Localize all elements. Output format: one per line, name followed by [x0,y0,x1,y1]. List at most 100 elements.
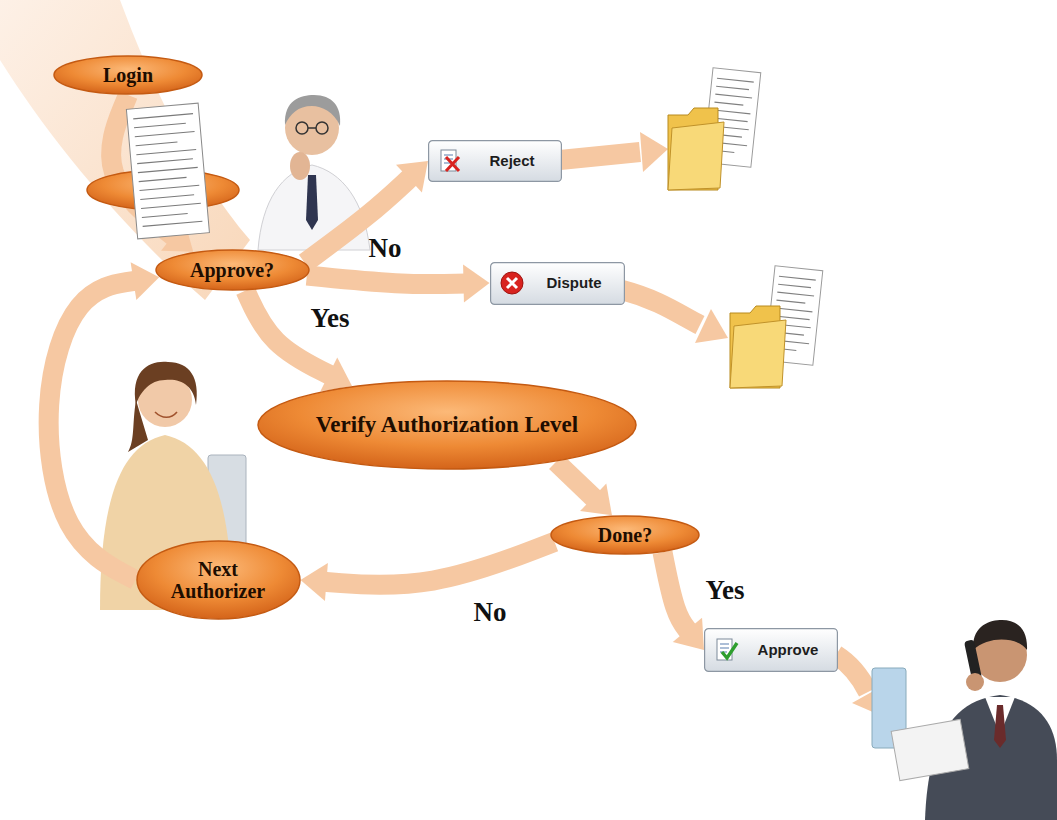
document-icon [141,203,201,208]
folder-icon [778,284,811,287]
folder-icon [668,68,761,190]
dispute-icon [507,278,517,288]
folder-icon [730,320,786,388]
flow-arrow [663,552,705,650]
node-label: Approve? [190,259,274,281]
edge-label: No [369,235,402,262]
flow-arrow [301,542,555,601]
reject-button: Reject [428,140,562,182]
node-label: Next Authorizer [162,558,274,602]
reviewer-figure [306,175,318,230]
reviewer-figure [308,127,316,129]
folder-icon [777,292,814,296]
flow-arrow [49,262,160,580]
dispute-button: Dispute [490,262,625,305]
document-icon [138,167,198,172]
outflow-arrow [560,152,640,160]
document-icon [136,149,196,154]
node-texts: Verify Authorization Level [316,412,578,437]
document-icon [139,177,187,181]
button-label: Reject [489,152,534,170]
flow-band [305,177,411,263]
outflow-arrow [622,290,700,325]
button-shape [429,141,562,182]
decision-oval: Approve? [155,249,310,291]
manager-figure [973,620,1027,650]
oval-shape [551,516,699,554]
node-texts: Done? [598,524,652,546]
folder-icon [714,110,751,114]
edge-label: Yes [311,305,350,332]
document-icon [126,103,209,239]
outflow-arrow [836,655,868,692]
flow-arrow [245,291,352,392]
decision-oval: Done? [550,515,700,555]
dispute-icon [501,272,523,294]
start-oval: Login [53,55,203,95]
approve-icon [720,644,729,652]
document-icon [135,132,195,137]
button-shape [490,262,624,304]
button-shape [705,629,838,672]
node-label: Done? [598,524,652,546]
arrowhead [320,357,352,391]
arrowhead [673,618,704,650]
reject-icon [446,157,459,171]
manager-figure [891,719,969,780]
arrowhead [463,265,489,303]
node-texts: Next Authorizer [162,558,274,602]
node-texts: Login [103,64,153,86]
manager-figure [994,705,1006,748]
oval-shape [156,250,309,290]
reviewer-figure [316,122,328,134]
authorizer-figure [155,412,177,417]
manager-figure [872,620,1057,820]
folder-icon [716,86,749,89]
folder-icon [779,276,816,280]
node-texts: Reject [489,152,534,170]
node-texts: Approve [758,641,819,659]
document-icon [143,221,203,226]
edge-label: No [474,599,507,626]
oval-shape [54,56,202,94]
folder-icon [717,78,754,82]
reject-icon [437,148,463,174]
outflow-arrow [640,132,668,172]
manager-figure [966,673,984,691]
approve-icon [713,637,739,663]
flow-arrow [307,265,490,303]
outflow-arrow [695,309,728,343]
oval-shape [137,541,300,619]
button-label: Dispute [546,274,601,292]
arrowhead [131,262,160,300]
folder-icon [776,308,813,312]
node-texts: Dispute [546,274,601,292]
process-oval: Verify Authorization Level [257,380,637,470]
flow-band [49,281,137,580]
process-oval: Next Authorizer [136,540,301,620]
document-icon [133,114,202,227]
oval-shape [258,381,636,469]
approve-button: Approve [704,628,838,672]
flow-band [663,552,690,632]
reviewer-figure [296,122,308,134]
document-icon [142,213,188,217]
node-label: Login [103,64,153,86]
document-icon [140,185,200,190]
reviewer-figure [290,152,310,180]
flow-arrow [556,462,612,515]
flow-band [323,542,554,585]
folder-icon [715,94,752,98]
document-icon [133,114,193,119]
authorizer-figure [135,362,197,405]
folder-icon [668,122,724,190]
arrowhead [396,161,428,193]
document-icon [134,123,186,128]
flow-band [245,291,331,376]
button-label: Approve [758,641,819,659]
flow-band [307,275,467,284]
flow-arrow [305,161,428,263]
document-icon [136,142,178,146]
